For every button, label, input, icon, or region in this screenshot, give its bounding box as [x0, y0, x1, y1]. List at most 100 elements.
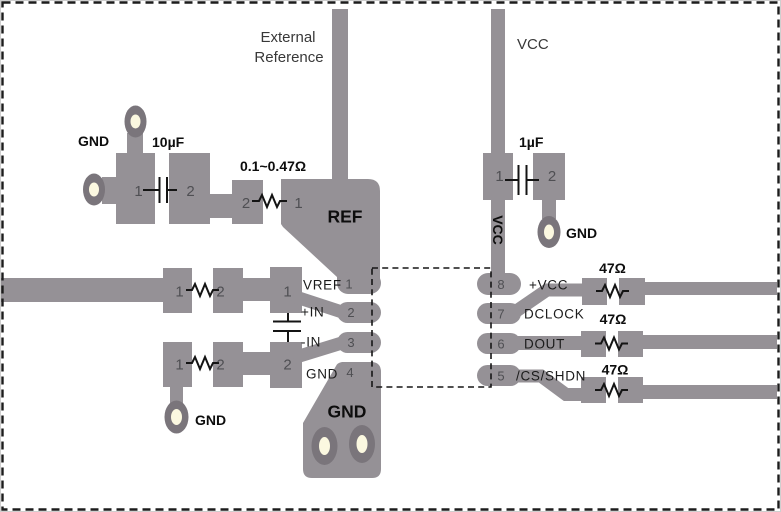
cap10-pad1-number: 1 [134, 183, 142, 200]
resistor-symbol-47-1 [596, 282, 629, 300]
ic-pin3-label: -IN [301, 335, 321, 350]
cap1uf-pad1-number: 1 [495, 168, 503, 185]
ic-pin7-label: DCLOCK [524, 307, 584, 322]
dclock-out-trace [645, 282, 777, 295]
symbol-layer [143, 165, 629, 399]
cap1uf-pad2 [533, 153, 565, 200]
capacitor-symbol-1uf [505, 165, 539, 195]
gnd-pad-via-stem-left [102, 177, 116, 204]
external-reference-label-line1: External [260, 29, 315, 46]
trace-to-plus-in [290, 289, 348, 320]
via-hole-icon [171, 409, 182, 425]
ic-pin7-number: 7 [497, 307, 504, 322]
ic-body-outline [371, 267, 492, 388]
ref-plane [281, 179, 380, 293]
r47-2-pad1 [581, 331, 606, 357]
ic-pin6-number: 6 [497, 337, 504, 352]
ic-pin8-number: 8 [497, 277, 504, 292]
cap1uf-value-label: 1µF [519, 134, 544, 150]
ic-pin1-label: VREF [303, 278, 342, 293]
input-r1-pad2-number: 2 [216, 284, 224, 301]
cap1uf-pad1 [483, 153, 513, 200]
via-hole-icon [356, 435, 368, 453]
gnd-label-topleft: GND [78, 133, 109, 149]
vcc-trace [491, 9, 505, 280]
copper-layer [0, 9, 777, 478]
resistor-symbol-row1 [186, 281, 219, 299]
input-resistor2-pad2 [213, 342, 243, 387]
cap10-value-label: 10µF [152, 134, 185, 150]
ic-pad-6 [477, 333, 521, 354]
cap10-pad2-number: 2 [186, 183, 194, 200]
cap10-resistor-link [210, 194, 232, 218]
ref-plane-label: REF [328, 207, 363, 227]
ic-pin4-number: 4 [346, 365, 353, 380]
ic-pin5-label: /CS/SHDN [516, 369, 586, 384]
series-resistor-value-label: 0.1~0.47Ω [240, 158, 306, 174]
via-hole-icon [89, 182, 99, 197]
resistor-symbol-row2 [186, 354, 219, 372]
input-r1-pad1-number: 1 [175, 284, 183, 301]
input-cap-pad2 [270, 342, 302, 388]
capacitor-symbol-10uf [143, 177, 177, 203]
ic-pad-5 [477, 365, 521, 386]
input-cap-pad1-number: 1 [283, 284, 291, 301]
capacitor-symbol-input [273, 313, 301, 342]
r47-2-value-label: 47Ω [600, 311, 627, 327]
r47-1-value-label: 47Ω [599, 260, 626, 276]
gnd-pad-via-stem-top [127, 133, 143, 155]
via-layer [83, 105, 561, 465]
via-hole-icon [130, 114, 141, 129]
r47-1-pad1 [582, 278, 607, 305]
ic-pin5-number: 5 [497, 369, 504, 384]
input-row2-link-trace [243, 352, 270, 375]
series-resistor-pad1-number: 1 [294, 195, 302, 212]
ic-pin3-number: 3 [347, 335, 354, 350]
cap10-gnd-pad [116, 153, 155, 224]
trace-to-minus-in [291, 335, 347, 365]
resistor-symbol-47-2 [595, 334, 628, 353]
ic-pin1-number: 1 [345, 277, 352, 292]
input-row1-link-trace [243, 278, 270, 301]
ic-pin2-label: +IN [301, 305, 324, 320]
vcc-trace-label: VCC [490, 215, 506, 245]
resistor-symbol-series [252, 192, 287, 210]
r47-3-value-label: 47Ω [602, 362, 629, 378]
resistor-symbol-47-3 [595, 381, 628, 399]
input-r2-pad1-number: 1 [175, 357, 183, 374]
text-layer: External Reference GND 10µF 1 2 0.1~0.47… [78, 29, 628, 428]
cap1uf-pad2-number: 2 [548, 168, 556, 185]
ic-pad-4 [337, 362, 381, 383]
gnd-label-1uf: GND [566, 225, 597, 241]
cs-shdn-trace [512, 369, 583, 401]
vcc-label: VCC [517, 36, 549, 53]
ic-pad-3 [337, 332, 381, 353]
via-hole-icon [319, 437, 330, 455]
via-hole-icon [544, 224, 554, 240]
input-resistor2-pad1 [163, 342, 192, 387]
ic-pad-2 [337, 302, 381, 323]
gnd-plane-label: GND [328, 402, 367, 422]
cs-shdn-out-trace [643, 385, 777, 399]
series-resistor-pad2-number: 2 [242, 195, 250, 212]
input-gnd-via-stem [170, 387, 183, 405]
ic-pin8-label: +VCC [529, 278, 568, 293]
input-r2-pad2-number: 2 [216, 357, 224, 374]
cap1uf-via-stem [542, 200, 556, 219]
input-cap-pad2-number: 2 [283, 357, 291, 374]
dout-out-trace [643, 335, 777, 349]
cap10-pad2 [169, 153, 210, 224]
input-cap-pad1 [270, 267, 302, 313]
external-reference-label-line2: Reference [254, 49, 323, 66]
external-reference-trace [332, 9, 348, 181]
gnd-label-input: GND [195, 412, 226, 428]
dclock-trace [508, 283, 583, 320]
input-trace [0, 278, 163, 302]
ic-pin2-number: 2 [347, 305, 354, 320]
ic-pin4-label: GND [306, 367, 338, 382]
ic-pin6-label: DOUT [524, 337, 565, 352]
